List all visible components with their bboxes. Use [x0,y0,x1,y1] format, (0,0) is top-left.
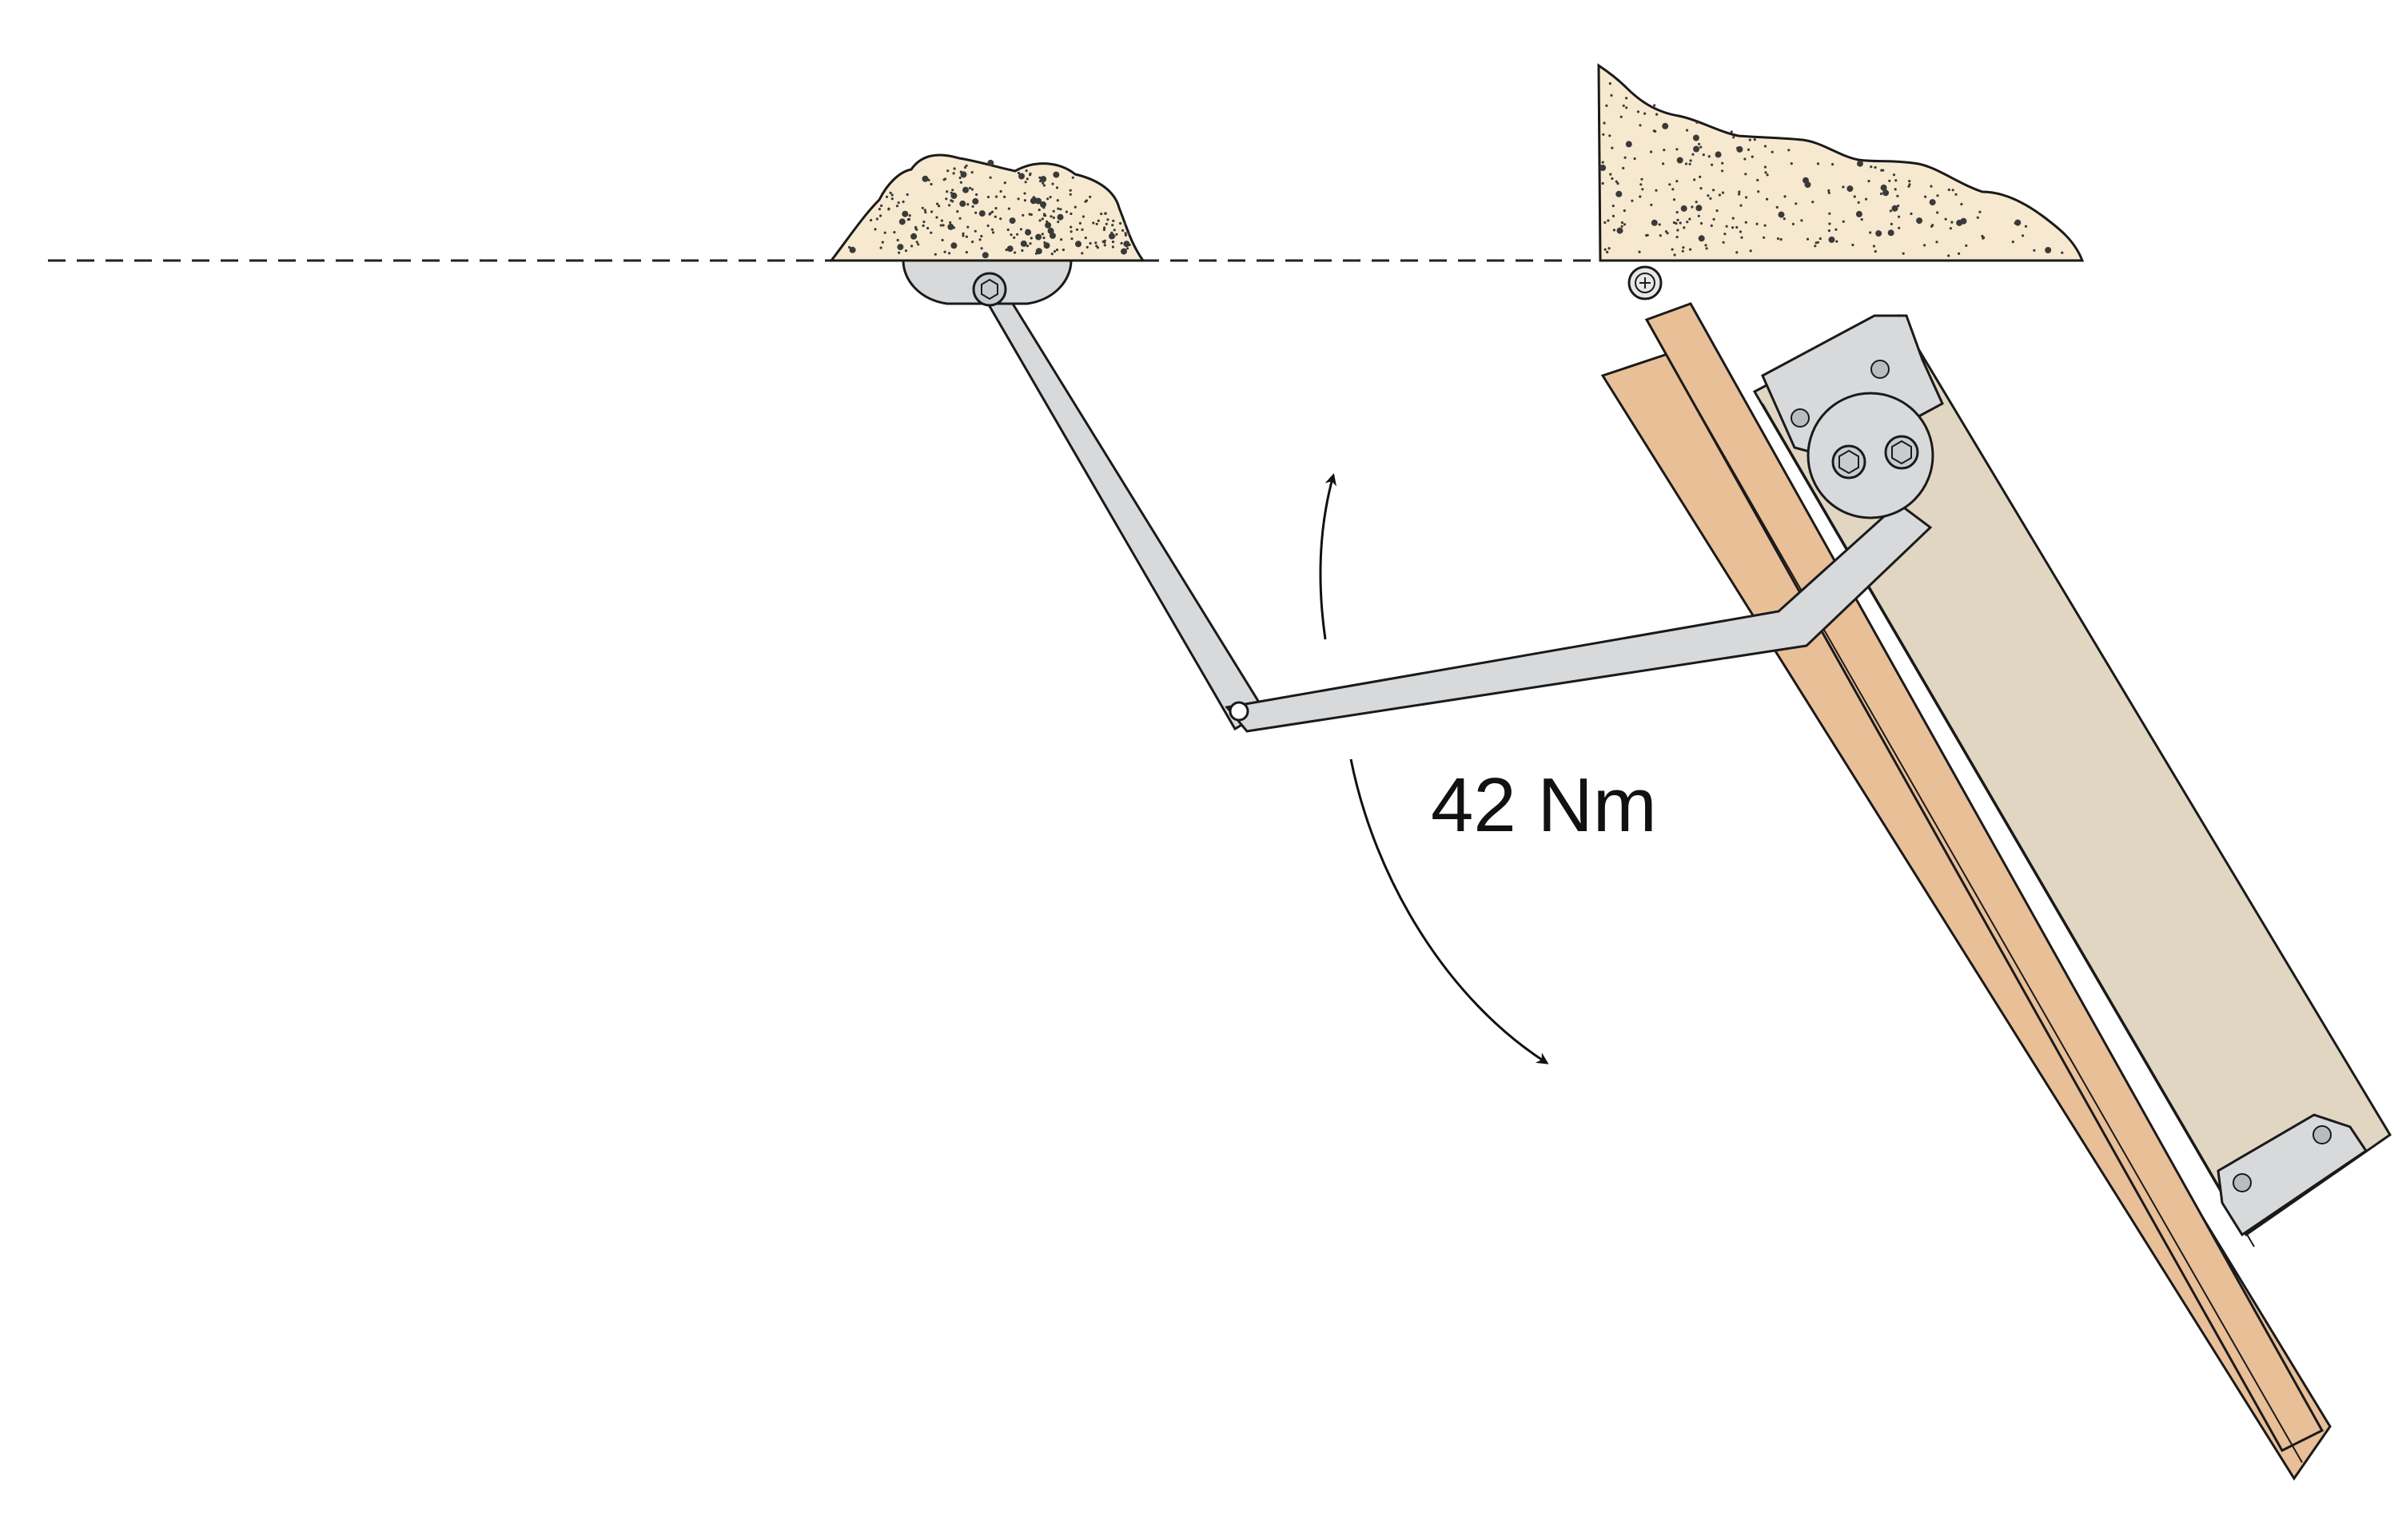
curved-arrow-icon [1319,473,1337,640]
plate-screw-icon [1791,408,1810,428]
plate-screw-icon [2312,1125,2332,1144]
plate-screw-icon [1870,360,1890,379]
hex-bolt-icon [972,272,1007,307]
torque-label: 42 Nm [1431,762,1657,848]
lower-arm [1225,502,1933,733]
ceiling-bracket [902,259,1073,307]
ceiling-mass-left [828,153,1145,262]
knee-joint-pin [1229,701,1249,722]
lower-hinge-plate [2217,1113,2368,1237]
curved-arrow-icon [1349,758,1549,1064]
plaster-texture [848,82,2064,259]
plate-screw-icon [2233,1173,2252,1192]
screw-icon [1627,265,1663,300]
hinge-bolt-icon [1884,435,1919,470]
hinge-disc [1806,392,1934,519]
upper-arm [985,296,1267,731]
ceiling-mass-right [1597,63,2085,262]
hinge-bolt-icon [1831,444,1866,480]
